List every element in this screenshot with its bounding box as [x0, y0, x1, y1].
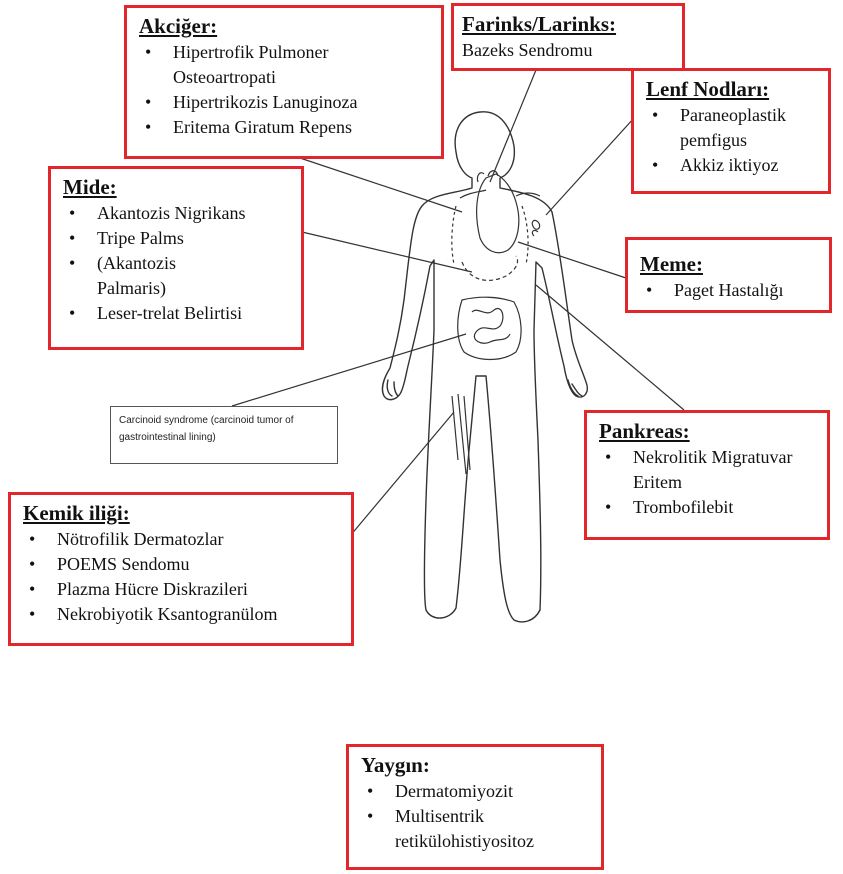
meme-list: Paget Hastalığı	[640, 278, 819, 303]
list-item: Nekrobiyotik Ksantogranülom	[23, 602, 341, 627]
lung-left-icon	[452, 206, 456, 264]
farinks-title: Farinks/Larinks:	[462, 12, 674, 36]
stomach-icon	[462, 256, 518, 280]
list-item: Paget Hastalığı	[640, 278, 819, 303]
akciger-title: Akciğer:	[139, 14, 431, 38]
farinks-text: Bazeks Sendromu	[462, 38, 674, 62]
line-kemik	[350, 412, 454, 536]
list-item: Dermatomiyozit	[361, 779, 591, 804]
pankreas-title: Pankreas:	[599, 419, 817, 443]
list-item: POEMS Sendomu	[23, 552, 341, 577]
akciger-box: Akciğer: Hipertrofik Pulmoner Osteoartro…	[124, 5, 444, 159]
mide-list: Akantozis Nigrikans Tripe Palms (Akantoz…	[63, 201, 291, 326]
mide-box: Mide: Akantozis Nigrikans Tripe Palms (A…	[48, 166, 304, 350]
line-farinks	[490, 70, 536, 182]
list-item: Nekrolitik Migratuvar Eritem	[599, 445, 817, 495]
human-body-outline	[382, 112, 587, 622]
intestines-icon	[458, 297, 521, 359]
list-item: Paraneoplastik pemfigus	[646, 103, 818, 153]
yaygin-box: Yaygın: Dermatomiyozit Multisentrik reti…	[346, 744, 604, 870]
lung-right-icon	[522, 206, 528, 264]
list-item: Akantozis Nigrikans	[63, 201, 291, 226]
lenf-title: Lenf Nodları:	[646, 77, 818, 101]
farinks-box: Farinks/Larinks: Bazeks Sendromu	[451, 3, 685, 71]
list-item: Eritema Giratum Repens	[139, 115, 431, 140]
yaygin-title: Yaygın:	[361, 753, 591, 777]
list-item: Leser-trelat Belirtisi	[63, 301, 291, 326]
lenf-list: Paraneoplastik pemfigus Akkiz iktiyoz	[646, 103, 818, 178]
list-item: Akkiz iktiyoz	[646, 153, 818, 178]
yaygin-list: Dermatomiyozit Multisentrik retikülohist…	[361, 779, 591, 854]
heart-icon	[477, 174, 519, 253]
list-item: Hipertrofik Pulmoner Osteoartropati	[139, 40, 431, 90]
list-item: Multisentrik retikülohistiyositoz	[361, 804, 591, 854]
kemik-list: Nötrofilik Dermatozlar POEMS Sendomu Pla…	[23, 527, 341, 627]
meme-box: Meme: Paget Hastalığı	[625, 237, 832, 313]
hand-right-detail	[568, 380, 582, 396]
list-item: (Akantozis Palmaris)	[63, 251, 197, 301]
kemik-title: Kemik iliği:	[23, 501, 341, 525]
list-item: Plazma Hücre Diskrazileri	[23, 577, 341, 602]
list-item: Nötrofilik Dermatozlar	[23, 527, 341, 552]
organs	[452, 171, 540, 474]
list-item: Hipertrikozis Lanuginoza	[139, 90, 431, 115]
lenf-box: Lenf Nodları: Paraneoplastik pemfigus Ak…	[631, 68, 831, 194]
list-item: Tripe Palms	[63, 226, 291, 251]
carcinoid-note: Carcinoid syndrome (carcinoid tumor of g…	[110, 406, 338, 464]
pankreas-list: Nekrolitik Migratuvar Eritem Trombofileb…	[599, 445, 817, 520]
list-item: Trombofilebit	[599, 495, 817, 520]
line-mide	[302, 232, 472, 272]
line-lenf	[546, 118, 634, 215]
hand-left-detail	[387, 380, 398, 396]
mide-title: Mide:	[63, 175, 291, 199]
meme-title: Meme:	[640, 252, 819, 276]
kemik-box: Kemik iliği: Nötrofilik Dermatozlar POEM…	[8, 492, 354, 646]
akciger-list: Hipertrofik Pulmoner Osteoartropati Hipe…	[139, 40, 431, 140]
line-akciger	[300, 158, 462, 212]
pankreas-box: Pankreas: Nekrolitik Migratuvar Eritem T…	[584, 410, 830, 540]
body-outline	[382, 112, 587, 622]
breast-mark-icon	[532, 220, 539, 236]
line-meme	[518, 242, 626, 278]
